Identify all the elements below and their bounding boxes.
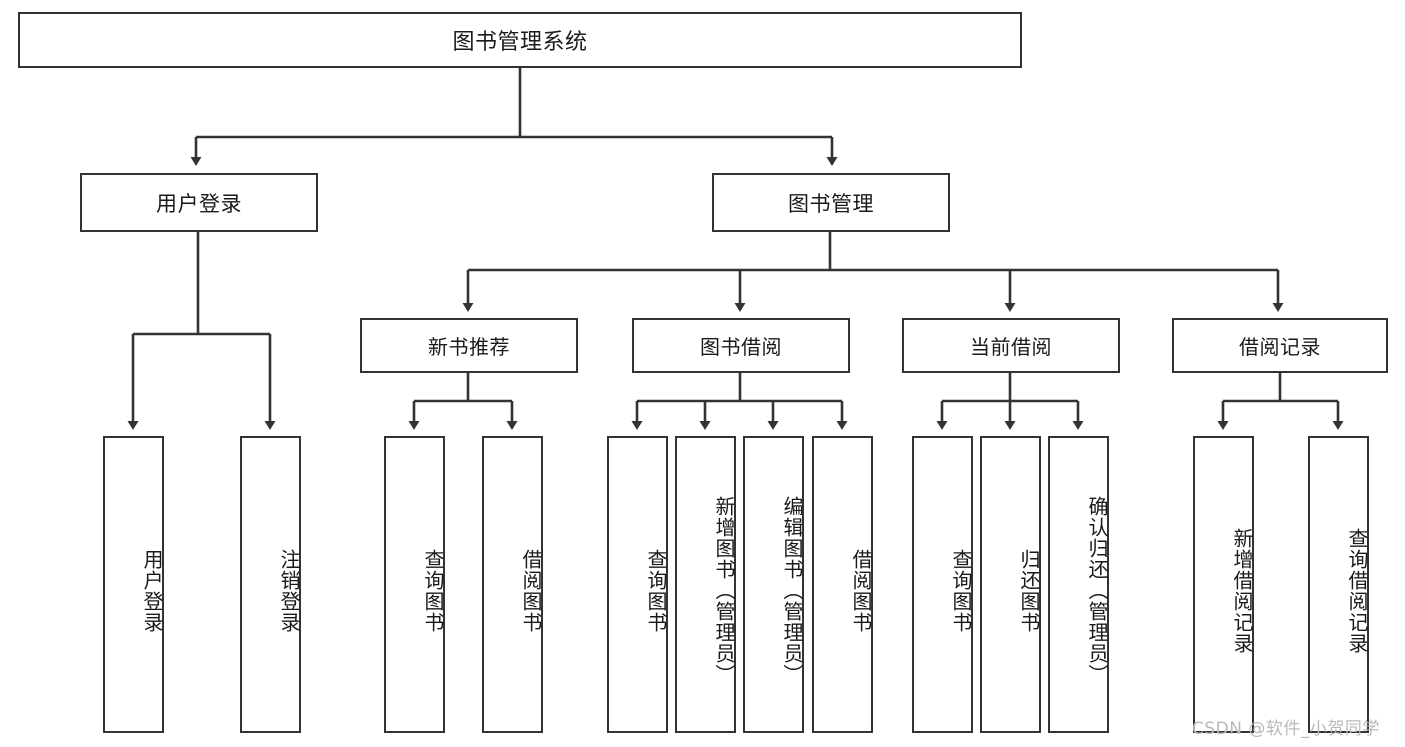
node-borrow-record[interactable]: 借阅记录	[1172, 318, 1388, 373]
node-label: 用户登录	[156, 191, 242, 216]
node-label: 确认归还（管理员）	[1085, 496, 1109, 685]
leaf-user-login[interactable]: 用户登录	[103, 436, 164, 733]
node-label: 借阅图书	[849, 548, 873, 633]
leaf-borrow-book-recommend[interactable]: 借阅图书	[482, 436, 543, 733]
leaf-add-borrow-record[interactable]: 新增借阅记录	[1193, 436, 1254, 733]
node-label: 注销登录	[277, 548, 301, 633]
node-label: 查询图书	[949, 548, 973, 633]
leaf-logout-login[interactable]: 注销登录	[240, 436, 301, 733]
leaf-query-borrow-record[interactable]: 查询借阅记录	[1308, 436, 1369, 733]
leaf-confirm-return-admin[interactable]: 确认归还（管理员）	[1048, 436, 1109, 733]
node-new-book-recommend[interactable]: 新书推荐	[360, 318, 578, 373]
leaf-query-book-recommend[interactable]: 查询图书	[384, 436, 445, 733]
node-label: 新增图书（管理员）	[712, 496, 736, 685]
node-label: 查询图书	[644, 548, 668, 633]
node-label: 归还图书	[1017, 548, 1041, 633]
node-label: 编辑图书（管理员）	[780, 496, 804, 685]
node-label: 查询图书	[421, 548, 445, 633]
node-book-management[interactable]: 图书管理	[712, 173, 950, 232]
leaf-query-book-current[interactable]: 查询图书	[912, 436, 973, 733]
node-label: 新增借阅记录	[1230, 527, 1254, 654]
leaf-query-book-borrow[interactable]: 查询图书	[607, 436, 668, 733]
node-root-system[interactable]: 图书管理系统	[18, 12, 1022, 68]
leaf-edit-book-admin[interactable]: 编辑图书（管理员）	[743, 436, 804, 733]
csdn-watermark: CSDN @软件_小贺同学	[1192, 719, 1380, 739]
node-book-borrow[interactable]: 图书借阅	[632, 318, 850, 373]
leaf-return-book[interactable]: 归还图书	[980, 436, 1041, 733]
node-label: 图书借阅	[700, 335, 782, 359]
leaf-borrow-book[interactable]: 借阅图书	[812, 436, 873, 733]
node-label: 新书推荐	[428, 335, 510, 359]
node-label: 借阅图书	[519, 548, 543, 633]
node-label: 图书管理系统	[452, 30, 588, 55]
leaf-add-book-admin[interactable]: 新增图书（管理员）	[675, 436, 736, 733]
node-label: 借阅记录	[1239, 335, 1321, 359]
node-label: 查询借阅记录	[1345, 527, 1369, 654]
node-label: 图书管理	[788, 191, 874, 216]
node-label: 当前借阅	[970, 335, 1052, 359]
node-current-borrow[interactable]: 当前借阅	[902, 318, 1120, 373]
node-user-login[interactable]: 用户登录	[80, 173, 318, 232]
node-label: 用户登录	[140, 548, 164, 633]
